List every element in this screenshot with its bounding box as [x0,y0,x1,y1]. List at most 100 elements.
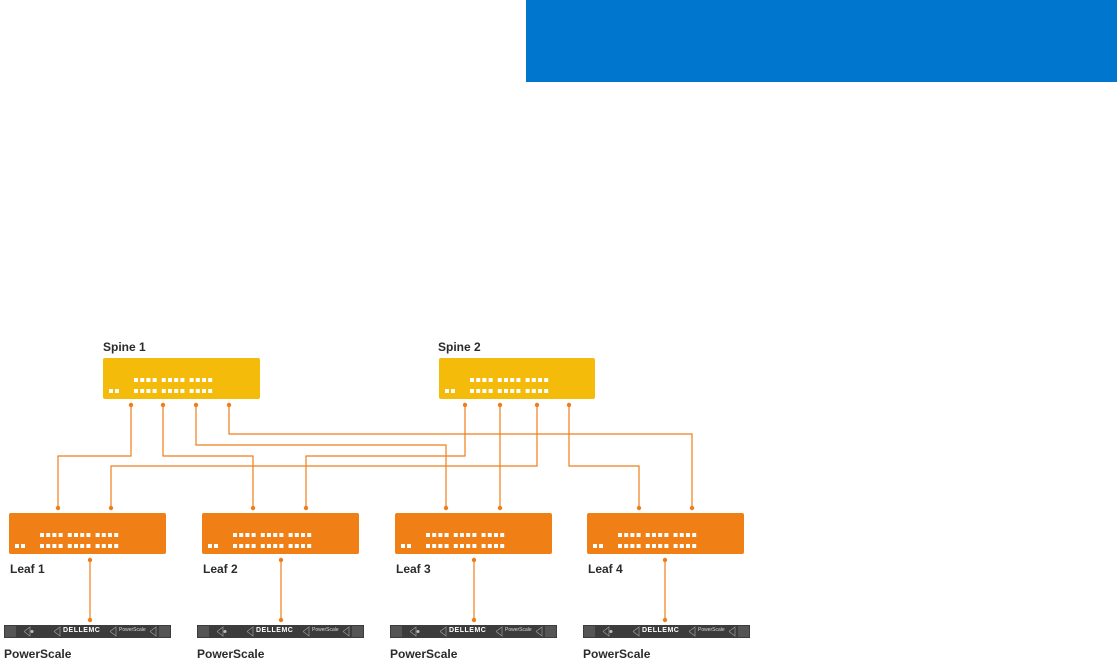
leaf-4-switch-port [673,544,678,548]
spine-2-switch-port [516,389,521,393]
link-endpoint-dot [534,402,540,408]
rack-2-product: PowerScale [312,627,339,633]
link-endpoint-dot [303,505,309,511]
leaf-1-switch-port [86,533,91,537]
spine-1-switch-port [195,378,200,382]
rack-ear-left [198,626,209,637]
spine-2-switch-port [476,389,481,393]
leaf-1-switch-port [95,544,100,548]
leaf-1-switch-port [46,533,51,537]
leaf-1-switch-port [67,533,72,537]
leaf-1-switch-port [15,544,19,548]
spine-2-switch-port [488,378,493,382]
spine-1-switch-port [152,389,157,393]
leaf-3-switch-port [438,544,443,548]
leaf-1-switch-port [52,544,57,548]
leaf-4-label: Leaf 4 [588,562,623,576]
leaf-2-switch-port [307,544,312,548]
rack-group [4,625,750,638]
leaf-2-switch-port [233,533,237,537]
leaf-2-switch-port [239,533,244,537]
leaf-1-switch-port [40,533,44,537]
leaf-4-switch-port [630,544,635,548]
spine-1-switch-port [189,378,194,382]
leaf-4-switch-port [618,533,622,537]
rack-3-product: PowerScale [505,627,532,633]
rack-ear-right [738,626,749,637]
link-endpoint-dot [471,557,477,563]
leaf-1-switch-port [80,544,85,548]
powerscale-4-label: PowerScale [583,647,651,661]
rack-ear-left [5,626,16,637]
bezel-accent [495,626,503,637]
leaf-4-switch-port [658,544,663,548]
leaf-2-switch-port [294,544,299,548]
leaf-1-switch-port [95,533,100,537]
leaf-4-switch-port [645,533,650,537]
leaf-4-switch-port [624,544,629,548]
link-endpoint-dot [55,505,61,511]
power-led [30,630,34,633]
link-endpoint-dot [662,617,668,623]
leaf-1-switch-port [58,533,63,537]
leaf-4-switch-port [673,533,678,537]
power-led [223,630,227,633]
spine-2-switch-port [451,389,455,393]
spine-2-switch-port [510,389,515,393]
leaf-2-switch-port [301,533,305,537]
leaf-1-switch-port [101,544,106,548]
leaf-3-switch-port [487,544,492,548]
spine-2-switch-port [504,389,508,393]
rack-3-brand: DELLEMC [449,627,487,634]
leaf-1-switch-port [108,533,112,537]
leaf-3-switch-port [500,533,505,537]
port-dot-group [55,402,695,623]
leaf-3-switch-port [472,533,477,537]
leaf-3-switch-port [444,533,449,537]
leaf-1-switch-port [86,544,91,548]
bezel-accent [632,626,640,637]
spine-2-switch-port [470,378,474,382]
spine-1-switch-port [195,389,200,393]
link-endpoint-dot [128,402,134,408]
spine-2-switch-port [538,389,542,393]
leaf-4-switch-port [630,533,635,537]
leaf-2-switch-port [239,544,244,548]
power-led [609,630,613,633]
leaf-4-switch-port [636,544,641,548]
leaf-3-switch-port [453,544,458,548]
link-endpoint-dot [193,402,199,408]
leaf-2-switch-port [245,533,250,537]
rack-ear-left [584,626,595,637]
spine-1-switch-port [146,378,151,382]
spine-2-switch-port [544,378,549,382]
powerscale-rack-4 [583,625,750,638]
link-endpoint-dot [443,505,449,511]
spine-1-switch-port [189,389,194,393]
spine-2-switch-port [504,378,508,382]
link-endpoint-dot [226,402,232,408]
leaf-3-switch-port [472,544,477,548]
leaf-4-switch-port [679,544,684,548]
leaf-3-switch-port [444,544,449,548]
leaf-2-switch-port [267,533,271,537]
leaf-4-switch-port [692,533,697,537]
leaf-3-switch-port [460,544,464,548]
leaf-4-switch-port [652,544,656,548]
leaf-3-switch-port [494,544,498,548]
bezel-accent [439,626,447,637]
bezel-accent [342,626,350,637]
spine-2-switch-port [510,378,515,382]
spine-2-switch-port [445,389,449,393]
spine-1-switch-port [168,378,172,382]
power-led [416,630,420,633]
bezel-accent [109,626,117,637]
leaf-1-switch-port [40,544,44,548]
leaf-2-switch-port [233,544,237,548]
leaf-2-switch-port [279,544,284,548]
link-endpoint-dot [689,505,695,511]
bezel-accent [409,626,417,637]
spine-1-switch-port [140,378,145,382]
spine-1-switch-port [146,389,151,393]
